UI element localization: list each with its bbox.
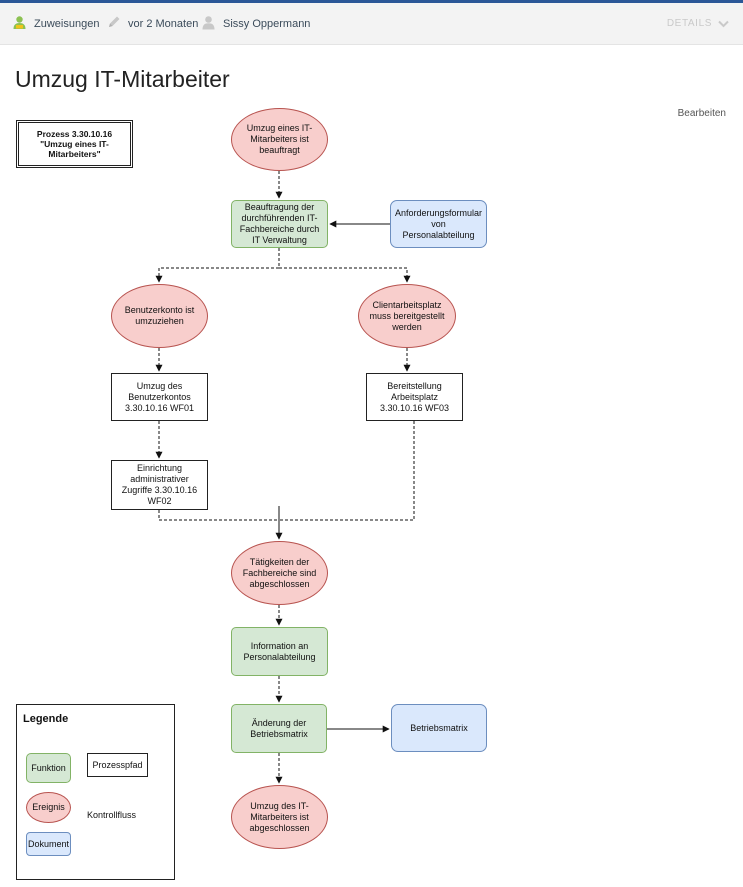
event-account: Benutzerkonto ist umzuziehen xyxy=(111,284,208,348)
top-accent-line xyxy=(0,0,743,3)
user-check-icon xyxy=(12,15,27,33)
details-label: DETAILS xyxy=(666,18,712,29)
path-wf01: Umzug des Benutzerkontos 3.30.10.16 WF01 xyxy=(111,373,208,421)
event-client: Clientarbeitsplatz muss bereitgestellt w… xyxy=(358,284,456,348)
legend-event: Ereignis xyxy=(26,792,71,823)
document-matrix: Betriebsmatrix xyxy=(391,704,487,752)
flow-wf02-to-join xyxy=(158,510,279,521)
user-link[interactable]: Sissy Oppermann xyxy=(201,3,310,44)
event-start: Umzug eines IT-Mitarbeiters ist beauftra… xyxy=(231,108,328,171)
legend-flow-label: Kontrollfluss xyxy=(87,810,137,820)
user-label: Sissy Oppermann xyxy=(223,17,311,30)
process-diagram: Prozess 3.30.10.16 "Umzug eines IT-Mitar… xyxy=(0,98,743,887)
function-inform: Information an Personalabteilung xyxy=(231,627,328,676)
flow-wf03-to-join xyxy=(279,421,415,521)
flow-assign-to-client xyxy=(279,267,411,283)
flow-assign-to-account xyxy=(155,248,280,283)
details-toggle[interactable]: DETAILS xyxy=(667,3,729,44)
function-assign: Beauftragung der durchführenden IT-Fachb… xyxy=(231,200,328,248)
page-title: Umzug IT-Mitarbeiter xyxy=(15,66,230,92)
modified-time: vor 2 Monaten xyxy=(107,3,198,44)
legend-document: Dokument xyxy=(26,832,71,856)
assignments-label: Zuweisungen xyxy=(34,17,100,30)
legend-title: Legende xyxy=(23,713,69,725)
edit-link[interactable]: Bearbeiten xyxy=(677,108,726,119)
meta-bar: Zuweisungen vor 2 Monaten Sissy Opperman… xyxy=(0,3,743,45)
path-wf03: Bereitstellung Arbeitsplatz 3.30.10.16 W… xyxy=(366,373,463,421)
diagram-connectors xyxy=(87,171,415,803)
chevron-down-icon xyxy=(718,17,729,31)
document-request: Anforderungsformular von Personalabteilu… xyxy=(390,200,487,248)
event-end: Umzug des IT-Mitarbeiters ist abgeschlos… xyxy=(231,785,328,849)
event-depts-done: Tätigkeiten der Fachbereiche sind abgesc… xyxy=(231,541,328,605)
user-icon xyxy=(201,15,216,33)
legend-path: Prozesspfad xyxy=(87,753,148,777)
pencil-icon xyxy=(107,15,121,32)
path-wf02: Einrichtung administrativer Zugriffe 3.3… xyxy=(111,460,208,510)
time-label: vor 2 Monaten xyxy=(128,17,199,30)
legend: Legende Funktion Prozesspfad Ereignis Ko… xyxy=(16,704,175,880)
process-label: Prozess 3.30.10.16 "Umzug eines IT-Mitar… xyxy=(16,120,133,168)
legend-function: Funktion xyxy=(26,753,71,783)
assignments-link[interactable]: Zuweisungen xyxy=(12,3,99,44)
function-change: Änderung der Betriebsmatrix xyxy=(231,704,327,753)
